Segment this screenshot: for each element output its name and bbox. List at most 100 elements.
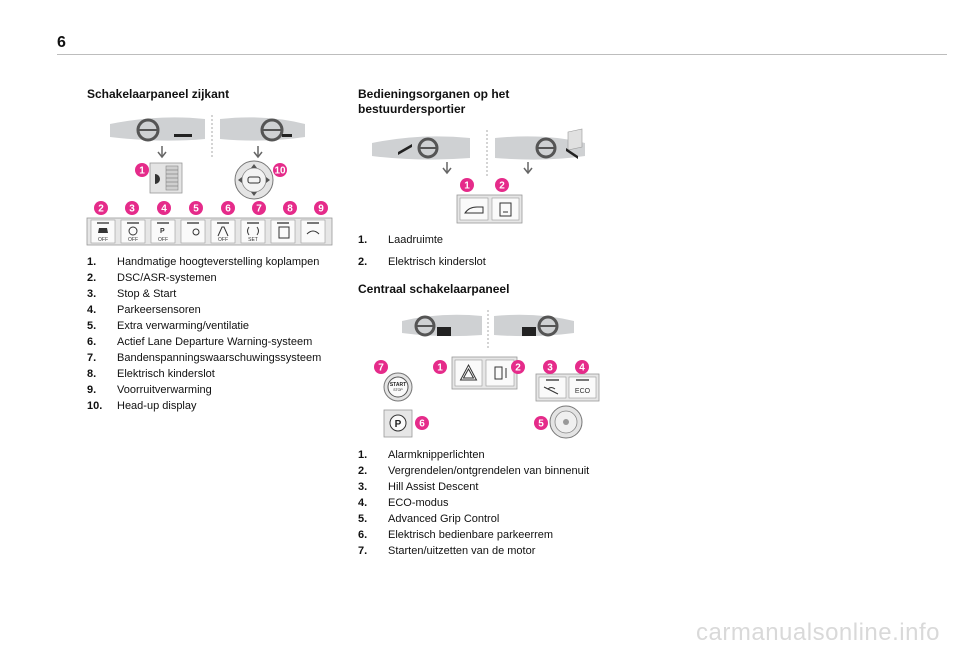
list-item: 1.Laadruimte [358,234,444,246]
svg-text:6: 6 [225,204,231,215]
svg-text:10: 10 [274,166,286,177]
svg-text:4: 4 [579,363,585,374]
svg-text:2: 2 [98,204,104,215]
svg-text:2: 2 [515,363,521,374]
tyre-pressure-icon [247,226,259,236]
svg-text:START: START [390,382,406,388]
hazard-icon[interactable] [459,363,478,381]
central-dashboard-left [402,314,482,337]
list-item: 10.Head-up display [87,400,197,412]
start-stop-button[interactable]: START STOP [383,372,413,402]
svg-text:4: 4 [161,204,167,215]
list-item: 2.Elektrisch kinderslot [358,256,486,268]
marker-door-1: 1 [460,178,474,192]
child-lock-icon [278,226,290,239]
marker-left-4: 4 [157,201,171,215]
page-number: 6 [57,34,66,51]
side-button-labels: OFF OFF OFF OFF SET [98,237,258,243]
lane-departure-icon [217,226,229,237]
svg-text:6: 6 [419,419,425,430]
list-item: 8.Elektrisch kinderslot [87,368,215,380]
parking-brake-switch[interactable]: P [383,409,413,438]
marker-left-5: 5 [189,201,203,215]
list-item: 7.Bandenspanningswaarschuwingssysteem [87,352,322,364]
side-panel-list: 1.Handmatige hoogteverstelling koplampen… [87,254,321,414]
marker-central-1: 1 [433,360,447,374]
list-item: 3.Hill Assist Descent [358,481,479,493]
list-item: 4.ECO-modus [358,497,449,509]
svg-text:1: 1 [139,166,145,177]
door-dashboard-right [495,128,585,175]
svg-text:3: 3 [129,204,135,215]
marker-central-3: 3 [543,360,557,374]
marker-left-2: 2 [94,201,108,215]
marker-left-8: 8 [283,201,297,215]
svg-text:OFF: OFF [98,237,108,243]
svg-text:7: 7 [256,204,262,215]
marker-left-3: 3 [125,201,139,215]
marker-central-2: 2 [511,360,525,374]
heading-driver-door: Bedieningsorganen op het bestuurdersport… [358,87,509,117]
svg-text:8: 8 [287,204,293,215]
dashboard-right-hand-drive [220,117,305,159]
marker-central-7: 7 [374,360,388,374]
svg-text:OFF: OFF [218,237,228,243]
grip-control-dial[interactable] [549,405,583,439]
dashboard-left-hand-drive [110,117,205,159]
watermark: carmanualsonline.info [696,619,940,646]
stop-start-icon [128,226,138,236]
eco-button-label[interactable]: ECO [575,388,591,395]
boot-icon[interactable] [464,206,484,214]
heading-driver-door-line2: bestuurdersportier [358,102,466,116]
list-item: 7.Starten/uitzetten van de motor [358,545,536,557]
svg-text:SET: SET [248,237,258,243]
hazard-lock-panel [451,356,518,390]
svg-text:5: 5 [193,204,199,215]
headlamp-level-control[interactable] [149,162,183,194]
svg-text:OFF: OFF [158,237,168,243]
central-lock-icon[interactable] [494,366,507,380]
list-item: 4.Parkeersensoren [87,304,201,316]
list-item: 6.Actief Lane Departure Warning-systeem [87,336,313,348]
marker-door-2: 2 [495,178,509,192]
driver-door-list: 1.Laadruimte 2.Elektrisch kinderslot [358,232,486,276]
svg-text:P: P [395,419,402,430]
marker-left-7: 7 [252,201,266,215]
svg-text:9: 9 [318,204,324,215]
svg-text:STOP: STOP [393,388,403,392]
svg-text:OFF: OFF [128,237,138,243]
heading-central-panel: Centraal schakelaarpaneel [358,282,510,296]
hill-descent-icon[interactable] [543,386,559,395]
heater-icon [192,228,200,236]
top-rule [57,54,947,55]
svg-text:1: 1 [464,181,470,192]
svg-text:7: 7 [378,363,384,374]
marker-left-10: 10 [273,163,287,177]
marker-central-6: 6 [415,416,429,430]
svg-text:3: 3 [547,363,553,374]
door-button-panel [456,194,523,224]
list-item: 9.Voorruitverwarming [87,384,212,396]
marker-left-6: 6 [221,201,235,215]
list-item: 6.Elektrisch bedienbare parkeerrem [358,529,554,541]
marker-central-5: 5 [534,416,548,430]
child-lock-door-icon[interactable] [499,202,512,217]
list-item: 2.Vergrendelen/ontgrendelen van binnenui… [358,465,590,477]
hadc-eco-panel: ECO [535,373,600,402]
traction-control-icon [98,228,108,233]
list-item: 5.Extra verwarming/ventilatie [87,320,250,332]
list-item: 2.DSC/ASR-systemen [87,272,217,284]
central-panel-list: 1.Alarmknipperlichten 2.Vergrendelen/ont… [358,447,589,559]
parking-sensor-icon: P [160,228,165,235]
svg-text:2: 2 [499,181,505,192]
marker-central-4: 4 [575,360,589,374]
marker-left-1: 1 [135,163,149,177]
list-item: 1.Handmatige hoogteverstelling koplampen [87,256,320,268]
heading-driver-door-line1: Bedieningsorganen op het [358,87,510,101]
head-up-display-control[interactable] [234,160,274,200]
svg-text:1: 1 [437,363,443,374]
marker-left-9: 9 [314,201,328,215]
heading-side-panel: Schakelaarpaneel zijkant [87,87,230,101]
central-dashboard-right [494,314,574,337]
